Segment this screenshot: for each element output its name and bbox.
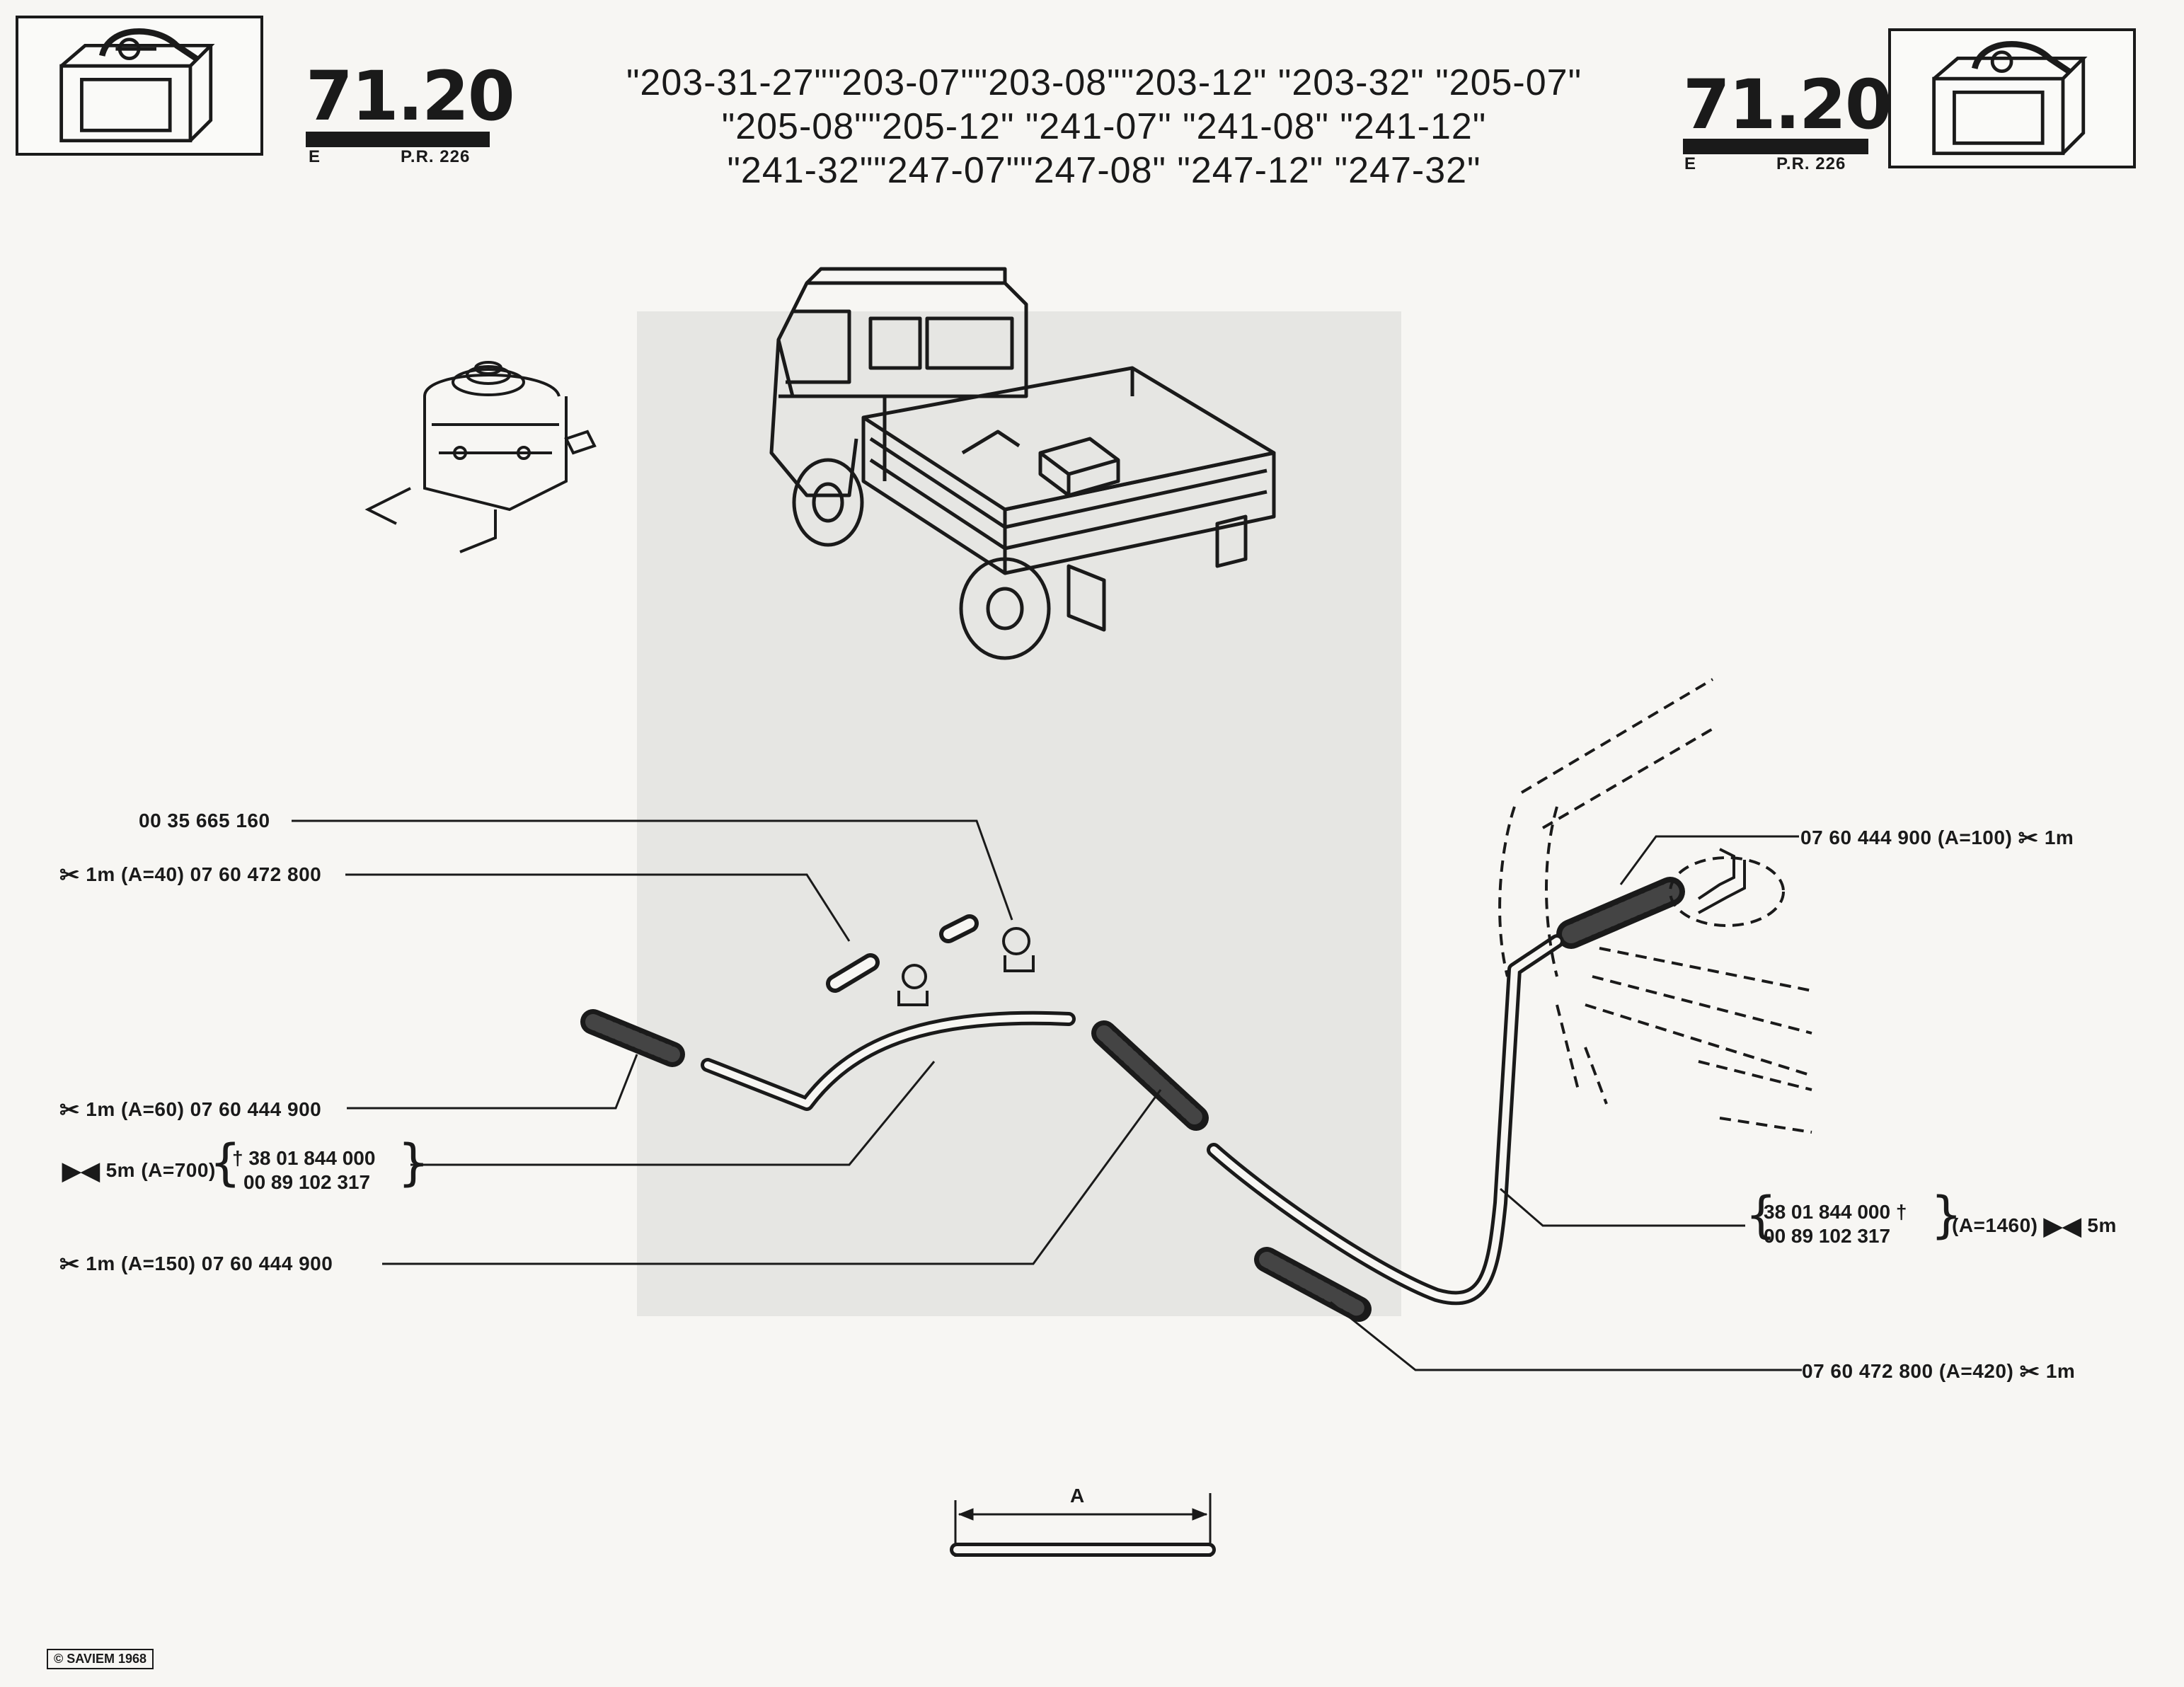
edition-right: E xyxy=(1684,154,1697,173)
truck-illustration xyxy=(769,267,1276,660)
length-arrows-icon: ▶◀ xyxy=(62,1158,100,1185)
callout-hose-a60: ✂ 1m (A=60) 07 60 444 900 xyxy=(59,1097,322,1124)
fuel-can-thumbnail-icon xyxy=(59,28,215,143)
part-number: † 38 01 844 000 xyxy=(232,1147,376,1169)
dimension-sample xyxy=(950,1493,1216,1557)
callout-hose-a40: ✂ 1m (A=40) 07 60 472 800 xyxy=(59,862,322,889)
callout-hose-a100: 07 60 444 900 (A=100) ✂ 1m xyxy=(1800,825,2074,852)
hose-segments xyxy=(580,877,1685,1322)
model-list: "203-31-27""203-07""203-08""203-12" "203… xyxy=(538,61,1670,192)
section-bar-left xyxy=(306,132,490,147)
leader-lines xyxy=(292,819,1802,1371)
callout-pipe-a700: ▶◀ 5m (A=700) { † 38 01 844 000 00 89 10… xyxy=(62,1134,430,1193)
brace-icon: { xyxy=(1745,1186,1777,1244)
right-thumbnail xyxy=(1888,28,2136,168)
part-number: 38 01 844 000 † xyxy=(1764,1201,1907,1223)
fuel-pump-illustration xyxy=(364,361,597,553)
length-arrows-icon: ▶◀ xyxy=(2043,1213,2082,1240)
pr-number-left: P.R. 226 xyxy=(401,147,471,166)
scissors-icon: ✂ xyxy=(59,1097,80,1124)
callout-clip: 00 35 665 160 xyxy=(139,810,270,831)
callout-hose-a150: ✂ 1m (A=150) 07 60 444 900 xyxy=(59,1251,333,1278)
left-thumbnail xyxy=(16,16,263,156)
part-number: 00 89 102 317 xyxy=(243,1171,371,1193)
section-bar-right xyxy=(1683,139,1868,154)
section-number-left: 71.20 xyxy=(306,57,515,136)
scissors-icon: ✂ xyxy=(59,862,80,889)
callout-pipe-a1460: { 38 01 844 000 † 00 89 102 317 } (A=146… xyxy=(1745,1186,2117,1247)
callout-hose-a420: 07 60 472 800 (A=420) ✂ 1m xyxy=(1802,1359,2076,1386)
copyright-notice: © SAVIEM 1968 xyxy=(47,1649,154,1669)
edition-left: E xyxy=(309,147,321,166)
filler-neck xyxy=(1697,848,1746,914)
metal-pipes xyxy=(701,934,1564,1306)
scissors-icon: ✂ xyxy=(2019,1359,2040,1386)
scissors-icon: ✂ xyxy=(2018,825,2039,852)
brace-icon: } xyxy=(398,1134,430,1192)
fuel-can-thumbnail-icon xyxy=(1932,41,2088,156)
scissors-icon: ✂ xyxy=(59,1251,80,1278)
section-number-right: 71.20 xyxy=(1683,65,1892,144)
model-row: "205-08""205-12" "241-07" "241-08" "241-… xyxy=(721,106,1487,147)
model-row: "203-31-27""203-07""203-08""203-12" "203… xyxy=(626,62,1582,103)
pr-number-right: P.R. 226 xyxy=(1776,154,1846,173)
part-number: 00 89 102 317 xyxy=(1764,1225,1891,1247)
brace-icon: } xyxy=(1931,1186,1962,1244)
model-row: "241-32""247-07""247-08" "247-12" "247-3… xyxy=(727,150,1481,191)
brace-icon: { xyxy=(209,1134,241,1192)
fuel-tank-outline xyxy=(1498,678,1812,1134)
dimension-label: A xyxy=(1070,1485,1085,1507)
clips-group xyxy=(826,914,1035,1006)
